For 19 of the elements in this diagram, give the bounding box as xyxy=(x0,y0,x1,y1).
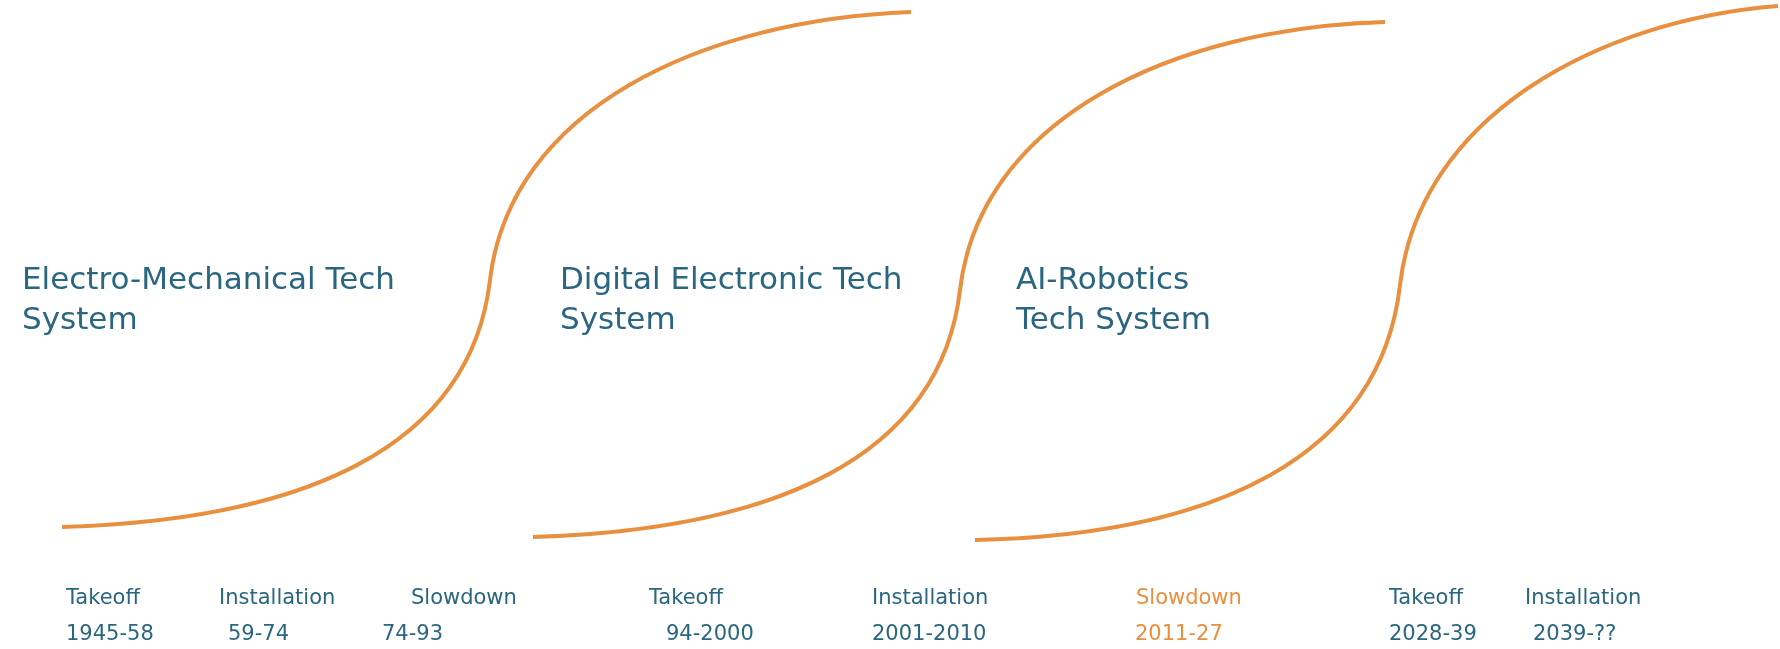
year-range: 2039-?? xyxy=(1533,620,1617,646)
phase-label: Installation xyxy=(219,584,336,610)
system-title: Digital Electronic Tech System xyxy=(560,259,904,338)
year-range: 74-93 xyxy=(382,620,444,646)
year-range: 2028-39 xyxy=(1389,620,1477,646)
system-title: Electro-Mechanical Tech System xyxy=(22,259,396,338)
phase-label: Slowdown xyxy=(1136,584,1242,610)
phase-label: Takeoff xyxy=(66,584,140,610)
year-range: 94-2000 xyxy=(666,620,754,646)
phase-label: Installation xyxy=(872,584,989,610)
year-range: 2001-2010 xyxy=(872,620,987,646)
year-range: 59-74 xyxy=(228,620,290,646)
phase-label: Takeoff xyxy=(649,584,723,610)
phase-label: Slowdown xyxy=(411,584,517,610)
system-title: AI-Robotics Tech System xyxy=(1016,259,1212,338)
phase-label: Takeoff xyxy=(1389,584,1463,610)
phase-label: Installation xyxy=(1525,584,1642,610)
year-range: 2011-27 xyxy=(1135,620,1223,646)
year-range: 1945-58 xyxy=(66,620,154,646)
